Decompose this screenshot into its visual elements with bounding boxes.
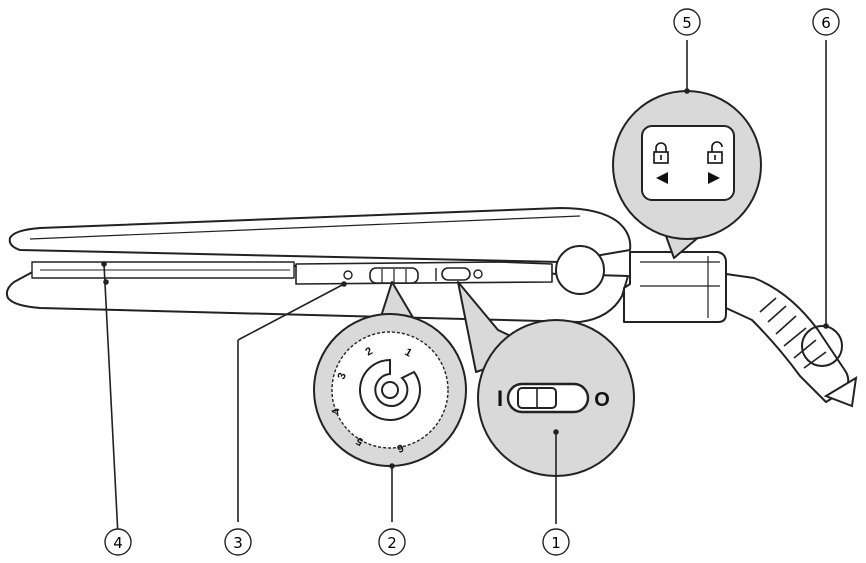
dial-mark-6: 6 — [395, 441, 405, 454]
callout-3: 3 — [224, 528, 252, 556]
svg-text:4: 4 — [113, 534, 123, 552]
dial-mark-3: 3 — [336, 371, 349, 381]
dial-indicator — [359, 358, 421, 421]
svg-text:1: 1 — [551, 534, 561, 552]
callout-5: 5 — [673, 8, 701, 36]
power-off-mark: O — [594, 389, 610, 411]
cord-end — [823, 376, 858, 408]
lock-housing — [623, 251, 727, 323]
unlocked-icon — [707, 141, 723, 164]
control-panel-strip — [295, 261, 553, 285]
svg-text:3: 3 — [233, 534, 243, 552]
svg-text:6: 6 — [821, 14, 831, 32]
dial-mark-2: 2 — [364, 345, 375, 358]
callout-6: 6 — [812, 8, 840, 36]
dial-mark-4: 4 — [330, 407, 343, 416]
callout-1: 1 — [542, 528, 570, 556]
locked-icon — [653, 142, 669, 164]
power-switch-magnifier: I O — [457, 281, 635, 477]
callout-4: 4 — [104, 528, 132, 556]
power-on-mark: I — [497, 386, 503, 411]
lock-magnifier — [612, 90, 762, 259]
power-indicator-light — [343, 270, 353, 280]
svg-text:2: 2 — [387, 534, 397, 552]
cord-hanging-ring — [801, 325, 843, 367]
upper-arm — [8, 207, 632, 263]
dial-mark-5: 5 — [354, 434, 365, 447]
left-arrow-icon — [656, 172, 668, 184]
callout-2: 2 — [378, 528, 406, 556]
svg-text:5: 5 — [682, 14, 692, 32]
right-arrow-icon — [708, 172, 720, 184]
cord-strain-relief — [725, 273, 850, 403]
leader-lines — [101, 40, 829, 537]
temperature-dial-magnifier: 1 2 3 4 5 6 — [313, 281, 467, 467]
strain-relief-ribs — [759, 297, 827, 369]
dial-mark-1: 1 — [403, 346, 414, 359]
hinge — [555, 245, 605, 295]
power-switch-small — [441, 267, 471, 281]
